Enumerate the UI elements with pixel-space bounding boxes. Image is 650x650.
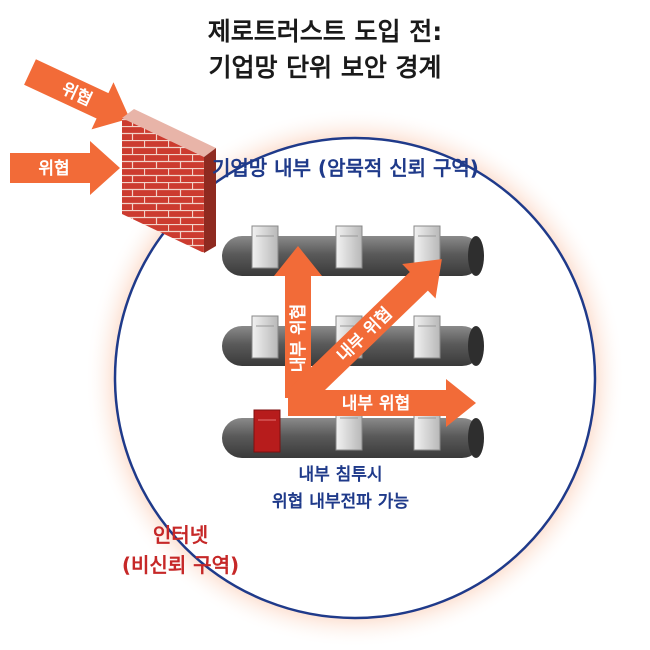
internet-zone-label: 인터넷 (비신뢰 구역) [78, 520, 283, 580]
server-icon [251, 225, 279, 269]
internal-spread-line-1: 내부 침투시 [298, 465, 383, 485]
title-line-1: 제로트러스트 도입 전: [207, 17, 443, 46]
internet-label-line-2: (비신뢰 구역) [121, 553, 240, 577]
external-threat-arrows: 위협 위협 [10, 59, 130, 195]
diagram-title: 제로트러스트 도입 전: 기업망 단위 보안 경계 [0, 14, 650, 86]
firewall-wall-icon [122, 109, 216, 253]
arrow-right-label: 내부 위협 [342, 393, 410, 414]
compromised-server-icon [253, 409, 281, 453]
threat-label-bottom: 위협 [38, 158, 69, 179]
title-line-2: 기업망 단위 보안 경계 [208, 53, 442, 82]
internet-label-line-1: 인터넷 [152, 523, 209, 547]
corporate-zone-label: 기업망 내부 (암묵적 신뢰 구역) [212, 156, 479, 180]
internal-spread-note: 내부 침투시 위협 내부전파 가능 [238, 462, 443, 516]
arrow-right: 내부 위협 [288, 379, 476, 427]
server-icon [335, 225, 363, 269]
threat-arrow-bottom: 위협 [10, 141, 120, 195]
arrow-up-label: 내부 위협 [288, 304, 309, 372]
internal-spread-line-2: 위협 내부전파 가능 [272, 492, 409, 512]
server-icon [251, 315, 279, 359]
server-icon [413, 315, 441, 359]
arrow-up: 내부 위협 [274, 246, 322, 398]
